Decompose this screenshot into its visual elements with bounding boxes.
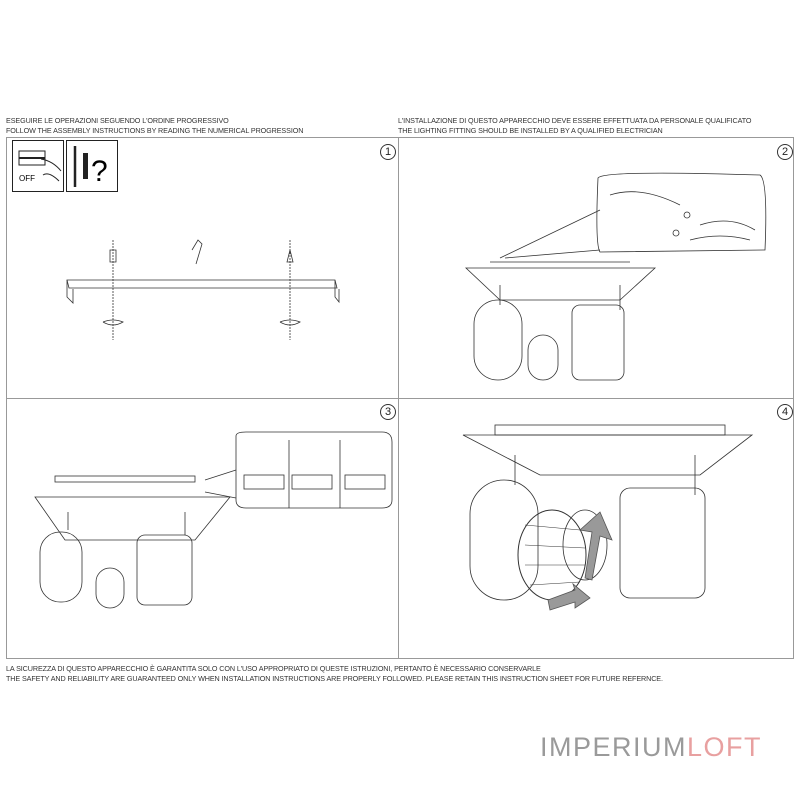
- header-left-english: FOLLOW THE ASSEMBLY INSTRUCTIONS BY READ…: [6, 126, 304, 135]
- header-left-italian: ESEGUIRE LE OPERAZIONI SEGUENDO L'ORDINE…: [6, 116, 229, 125]
- question-mark: ?: [91, 155, 108, 188]
- horizontal-divider: [6, 398, 794, 399]
- header-right-english: THE LIGHTING FITTING SHOULD BE INSTALLED…: [398, 126, 663, 135]
- step-number-3: 3: [380, 404, 396, 420]
- off-label: OFF: [19, 174, 35, 183]
- screw-plug-icon: ?: [73, 146, 108, 188]
- power-off-icon: OFF: [12, 140, 64, 192]
- footer-italian: LA SICUREZZA DI QUESTO APPARECCHIO È GAR…: [6, 664, 541, 673]
- header-right: L'INSTALLAZIONE DI QUESTO APPARECCHIO DE…: [398, 116, 752, 136]
- breaker-hand-icon: OFF: [18, 150, 62, 183]
- step-number-1: 1: [380, 144, 396, 160]
- step4-lamp-drawing: [462, 424, 754, 611]
- brand-logo: IMPERIUMLOFT: [540, 732, 762, 763]
- logo-part-imperium: IMPERIUM: [540, 732, 687, 762]
- header-left: ESEGUIRE LE OPERAZIONI SEGUENDO L'ORDINE…: [6, 116, 303, 136]
- step-number-4: 4: [777, 404, 793, 420]
- step2-lamp-drawing: [464, 172, 767, 381]
- step-number-2: 2: [777, 144, 793, 160]
- logo-part-loft: LOFT: [687, 732, 763, 762]
- tools-icon: ?: [66, 140, 118, 192]
- header-right-italian: L'INSTALLAZIONE DI QUESTO APPARECCHIO DE…: [398, 116, 752, 125]
- footer-english: THE SAFETY AND RELIABILITY ARE GUARANTEE…: [6, 674, 663, 683]
- step1-bracket-drawing: [66, 239, 340, 340]
- footer: LA SICUREZZA DI QUESTO APPARECCHIO È GAR…: [6, 664, 663, 684]
- step3-lamp-drawing: [34, 431, 393, 609]
